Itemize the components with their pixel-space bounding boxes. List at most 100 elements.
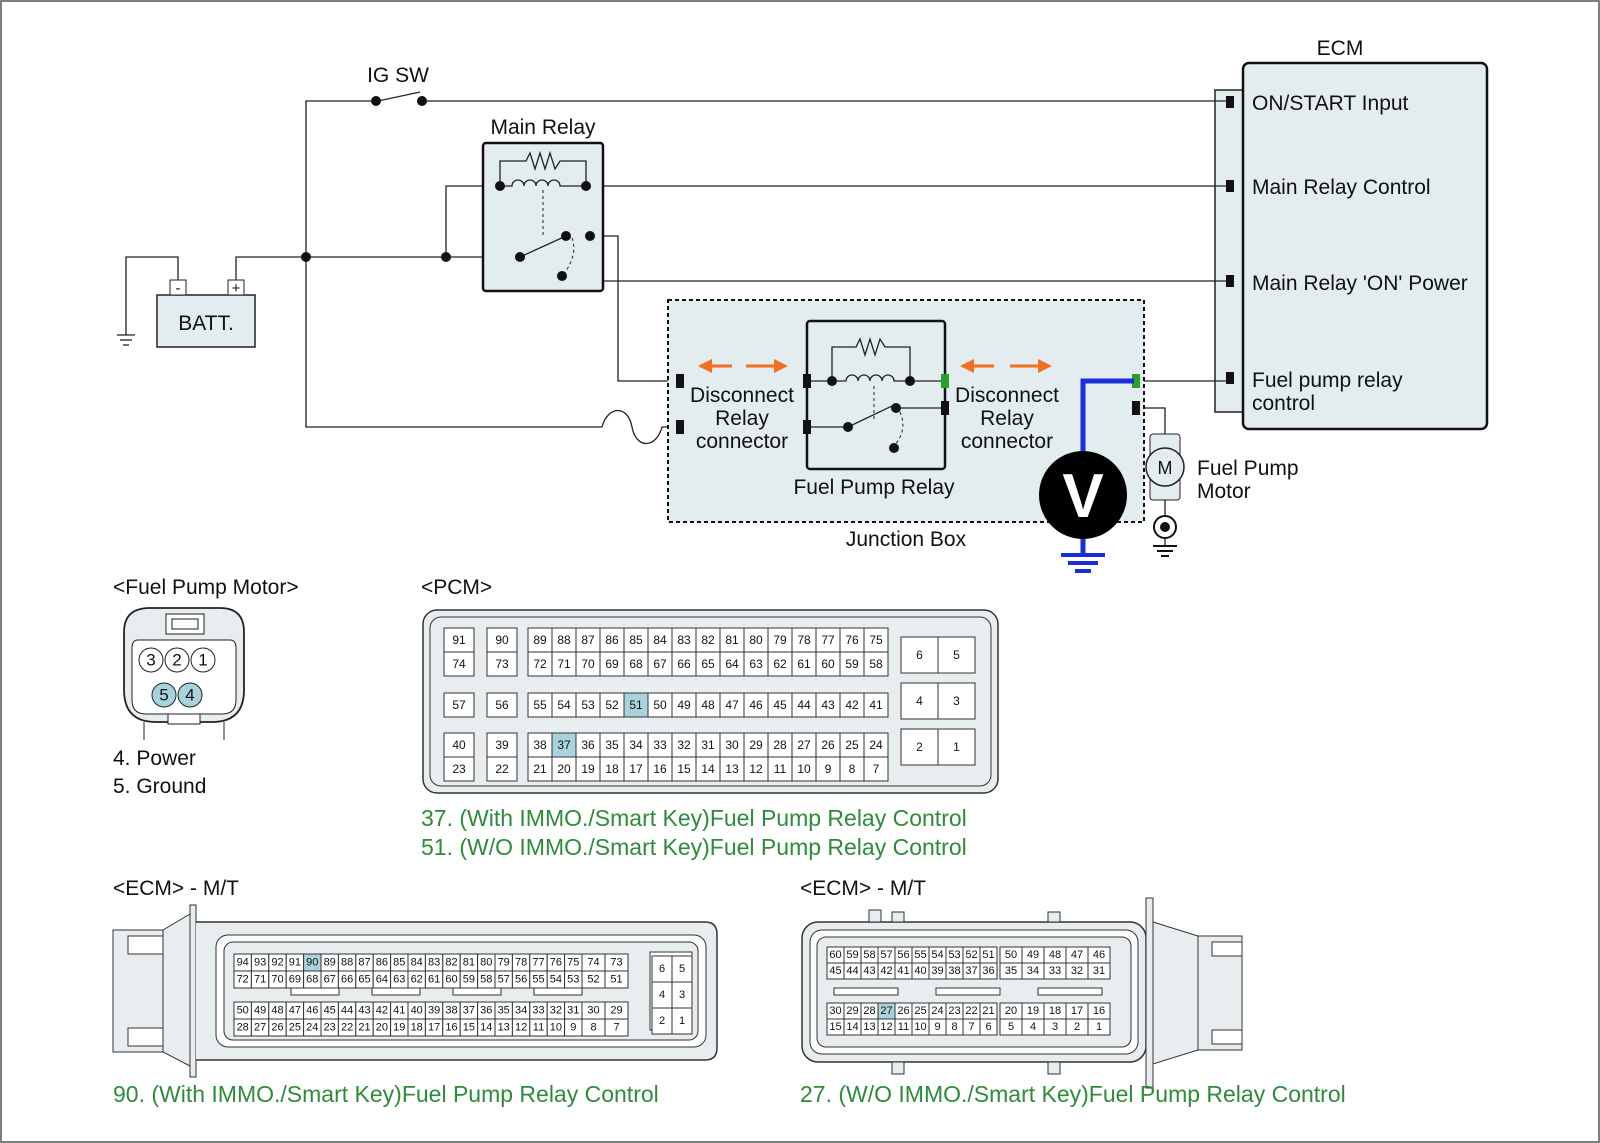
pin-number-29: 29: [749, 738, 763, 752]
pin-cell: [863, 692, 889, 718]
pin-number-36: 36: [480, 1005, 492, 1017]
pin-number-66: 66: [677, 657, 691, 671]
fuel-pump-connector-title: <Fuel Pump Motor>: [113, 576, 299, 599]
pin-number-12: 12: [749, 762, 763, 776]
pin-cell: [767, 756, 793, 782]
pin-number-51: 51: [610, 974, 622, 986]
pin-number-16: 16: [653, 762, 667, 776]
pin-number-55: 55: [533, 698, 547, 712]
pin-number-38: 38: [533, 738, 547, 752]
pin-number-3: 3: [1052, 1021, 1058, 1033]
pin-number-46: 46: [749, 698, 763, 712]
pin-cell: [527, 627, 553, 653]
pin-number-20: 20: [376, 1022, 388, 1034]
pin-number-84: 84: [653, 633, 667, 647]
pin-number-29: 29: [610, 1005, 622, 1017]
ecm-right-note-27: 27. (W/O IMMO./Smart Key)Fuel Pump Relay…: [800, 1081, 1346, 1107]
main-relay: Main Relay: [481, 116, 605, 293]
pin-cell: [647, 732, 673, 758]
pin-number-62: 62: [773, 657, 787, 671]
pin-number-86: 86: [376, 957, 388, 969]
pin-number-45: 45: [773, 698, 787, 712]
pin-number-47: 47: [1071, 949, 1083, 961]
pin-number-68: 68: [306, 974, 318, 986]
pin-number-53: 53: [567, 974, 579, 986]
left-disconnect-line1: Disconnect: [690, 384, 794, 407]
pin-number-81: 81: [463, 957, 475, 969]
pin-number-59: 59: [463, 974, 475, 986]
pin-cell: [599, 756, 625, 782]
ecm-pin-fuel-pump-relay-control: control: [1252, 392, 1315, 415]
pin-number-25: 25: [914, 1005, 926, 1017]
pin-number-73: 73: [610, 957, 622, 969]
pin-number-28: 28: [863, 1005, 875, 1017]
pin-cell: [791, 756, 817, 782]
pin-cell: [527, 651, 553, 677]
pin-number-79: 79: [498, 957, 510, 969]
pin-cell: [599, 651, 625, 677]
pin-cell: [900, 636, 939, 674]
pin-number-30: 30: [829, 1005, 841, 1017]
pin-cell: [443, 692, 475, 718]
pin-number-13: 13: [725, 762, 739, 776]
pin-number-19: 19: [1027, 1005, 1039, 1017]
pin-number-11: 11: [774, 762, 787, 776]
pin-cell: [551, 692, 577, 718]
pin-number-3: 3: [953, 694, 960, 708]
pin-number-52: 52: [605, 698, 619, 712]
pin-number-26: 26: [271, 1022, 283, 1034]
pin-number-76: 76: [845, 633, 859, 647]
pin-cell: [695, 692, 721, 718]
pin-number-17: 17: [629, 762, 643, 776]
pin-number-53: 53: [581, 698, 595, 712]
pin-number-8: 8: [849, 762, 856, 776]
fp-pin-5: 5: [159, 686, 168, 705]
pin-number-28: 28: [237, 1022, 249, 1034]
pin-number-39: 39: [495, 738, 509, 752]
pin-number-10: 10: [797, 762, 811, 776]
ecm-right-title: <ECM> - M/T: [800, 877, 926, 900]
pin-number-17: 17: [1071, 1005, 1083, 1017]
pin-number-83: 83: [428, 957, 440, 969]
pin-number-20: 20: [557, 762, 571, 776]
pin-number-22: 22: [341, 1022, 353, 1034]
pin-number-14: 14: [701, 762, 715, 776]
pin-number-74: 74: [587, 957, 599, 969]
pin-number-66: 66: [341, 974, 353, 986]
pin-number-32: 32: [1071, 965, 1083, 977]
pin-number-82: 82: [701, 633, 715, 647]
pin-number-25: 25: [289, 1022, 301, 1034]
pin-number-71: 71: [254, 974, 266, 986]
fp-pin-1: 1: [198, 651, 207, 670]
pin-number-89: 89: [324, 957, 336, 969]
pin-number-78: 78: [515, 957, 527, 969]
pin-cell: [979, 962, 998, 980]
pin-number-50: 50: [1005, 949, 1017, 961]
pin-number-61: 61: [428, 974, 440, 986]
pin-number-58: 58: [480, 974, 492, 986]
pin-number-42: 42: [376, 1005, 388, 1017]
pin-number-25: 25: [845, 738, 859, 752]
pin-number-13: 13: [863, 1021, 875, 1033]
pin-number-46: 46: [1093, 949, 1105, 961]
pin-number-37: 37: [463, 1005, 475, 1017]
pcm-note-37: 37. (With IMMO./Smart Key)Fuel Pump Rela…: [421, 805, 967, 831]
pin-number-59: 59: [845, 657, 859, 671]
pin-number-27: 27: [880, 1005, 892, 1017]
pin-number-92: 92: [271, 957, 283, 969]
pin-number-9: 9: [825, 762, 832, 776]
pin-number-80: 80: [749, 633, 763, 647]
ecm-left-title: <ECM> - M/T: [113, 877, 239, 900]
pin-number-36: 36: [982, 965, 994, 977]
pin-number-63: 63: [749, 657, 763, 671]
pin-cell: [863, 627, 889, 653]
pin-number-68: 68: [629, 657, 643, 671]
pin-number-32: 32: [677, 738, 691, 752]
pin-number-35: 35: [1005, 965, 1017, 977]
pin-number-35: 35: [498, 1005, 510, 1017]
pin-cell: [719, 692, 745, 718]
pin-number-51: 51: [629, 698, 643, 712]
pin-number-54: 54: [931, 949, 943, 961]
pin-number-19: 19: [581, 762, 595, 776]
pin-cell: [443, 732, 475, 758]
